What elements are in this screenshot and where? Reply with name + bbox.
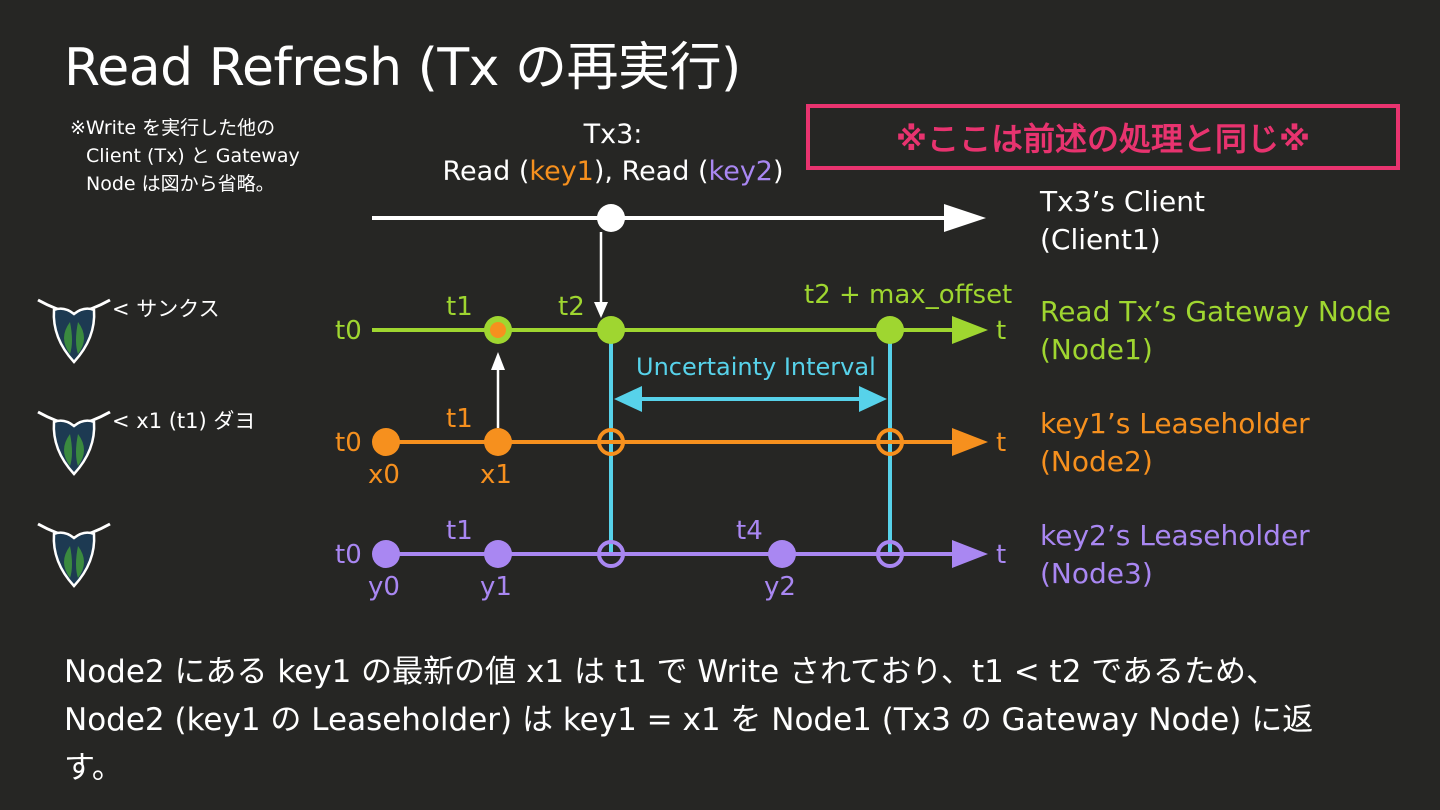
gateway-name: Read Tx’s Gateway Node xyxy=(1040,295,1391,328)
key2-name: key2’s Leaseholder xyxy=(1040,519,1310,552)
read1-prefix: Read ( xyxy=(442,156,530,187)
uncertainty-right-arrowhead xyxy=(859,386,887,412)
key2-y1-label: y1 xyxy=(480,572,512,602)
uncertainty-label: Uncertainty Interval xyxy=(636,353,876,381)
gateway-arrowhead xyxy=(952,316,988,344)
gateway-end-label: t xyxy=(996,316,1007,346)
gateway-t2max-point xyxy=(876,316,904,344)
gateway-timeline xyxy=(372,316,988,344)
bug2-speech: < x1 (t1) ダヨ xyxy=(112,409,256,433)
tx3-header: Tx3: Read (key1), Read (key2) xyxy=(430,116,796,190)
gateway-t1-inner xyxy=(490,322,506,338)
key2-y2-label: y2 xyxy=(764,572,796,602)
key1-x0-label: x0 xyxy=(368,460,400,490)
key1-timeline xyxy=(372,352,988,456)
gateway-start-label: t0 xyxy=(335,316,362,346)
client-name: Tx3’s Client xyxy=(1040,185,1205,218)
tx3-label: Tx3: xyxy=(583,119,643,150)
client-to-gateway-arrowhead xyxy=(594,302,608,318)
explanation: Node2 にある key1 の最新の値 x1 は t1 で Write されて… xyxy=(64,648,1313,792)
explanation-line-1: Node2 にある key1 の最新の値 x1 は t1 で Write されて… xyxy=(64,654,1277,690)
key2-sub: (Node3) xyxy=(1040,557,1153,590)
cockroach-icon xyxy=(37,298,111,364)
explanation-line-2: Node2 (key1 の Leaseholder) は key1 = x1 を… xyxy=(64,702,1314,738)
cockroach-icon xyxy=(37,410,111,476)
key1-t2-marker xyxy=(597,428,625,456)
key2-y0-point xyxy=(372,540,400,568)
key2-y2-point xyxy=(768,540,796,568)
client-read-point xyxy=(597,204,625,232)
client-sub: (Client1) xyxy=(1040,223,1161,256)
gateway-t2max-label: t2 + max_offset xyxy=(804,280,1013,310)
key1-end-label: t xyxy=(996,428,1007,458)
key2-t4-label: t4 xyxy=(736,516,763,546)
key1-to-gateway-arrowhead xyxy=(491,352,505,370)
note-line-1: ※Write を実行した他の xyxy=(70,117,276,139)
key2-y1-point xyxy=(484,540,512,568)
uncertainty-left-arrowhead xyxy=(614,386,642,412)
key1-x0-point xyxy=(372,428,400,456)
key1-start-label: t0 xyxy=(335,428,362,458)
page-title: Read Refresh (Tx の再実行) xyxy=(64,38,741,98)
key1-t1-label: t1 xyxy=(446,404,473,434)
read1-key: key1 xyxy=(529,156,594,187)
note-line-3: Node は図から省略。 xyxy=(86,173,275,195)
key2-t2-marker xyxy=(597,540,625,568)
gateway-sub: (Node1) xyxy=(1040,333,1153,366)
client-arrowhead xyxy=(944,204,986,232)
gateway-t1-label: t1 xyxy=(446,292,473,322)
read1-suffix: ), Read ( xyxy=(593,156,709,187)
cockroach-icon xyxy=(37,522,111,588)
key2-t1-label: t1 xyxy=(446,516,473,546)
tx3-reads: Read (key1), Read (key2) xyxy=(430,153,796,190)
key1-t2max-marker xyxy=(876,428,904,456)
gateway-t2-label: t2 xyxy=(558,292,585,322)
key2-start-label: t0 xyxy=(335,540,362,570)
key2-arrowhead xyxy=(952,540,988,568)
key1-x1-label: x1 xyxy=(480,460,512,490)
read2-suffix: ) xyxy=(773,156,784,187)
key2-y0-label: y0 xyxy=(368,572,400,602)
key2-timeline xyxy=(372,540,988,568)
key1-name: key1’s Leaseholder xyxy=(1040,407,1310,440)
gateway-t2-point xyxy=(597,316,625,344)
bug1-speech: < サンクス xyxy=(112,297,220,321)
key2-end-label: t xyxy=(996,540,1007,570)
key1-sub: (Node2) xyxy=(1040,445,1153,478)
callout-box: ※ここは前述の処理と同じ※ xyxy=(806,104,1400,170)
read2-key: key2 xyxy=(708,156,773,187)
note-line-2: Client (Tx) と Gateway xyxy=(86,145,300,167)
key1-arrowhead xyxy=(952,428,988,456)
key2-t2max-marker xyxy=(876,540,904,568)
client-timeline xyxy=(372,204,986,318)
explanation-line-3: す。 xyxy=(64,750,123,786)
key1-x1-point xyxy=(484,428,512,456)
